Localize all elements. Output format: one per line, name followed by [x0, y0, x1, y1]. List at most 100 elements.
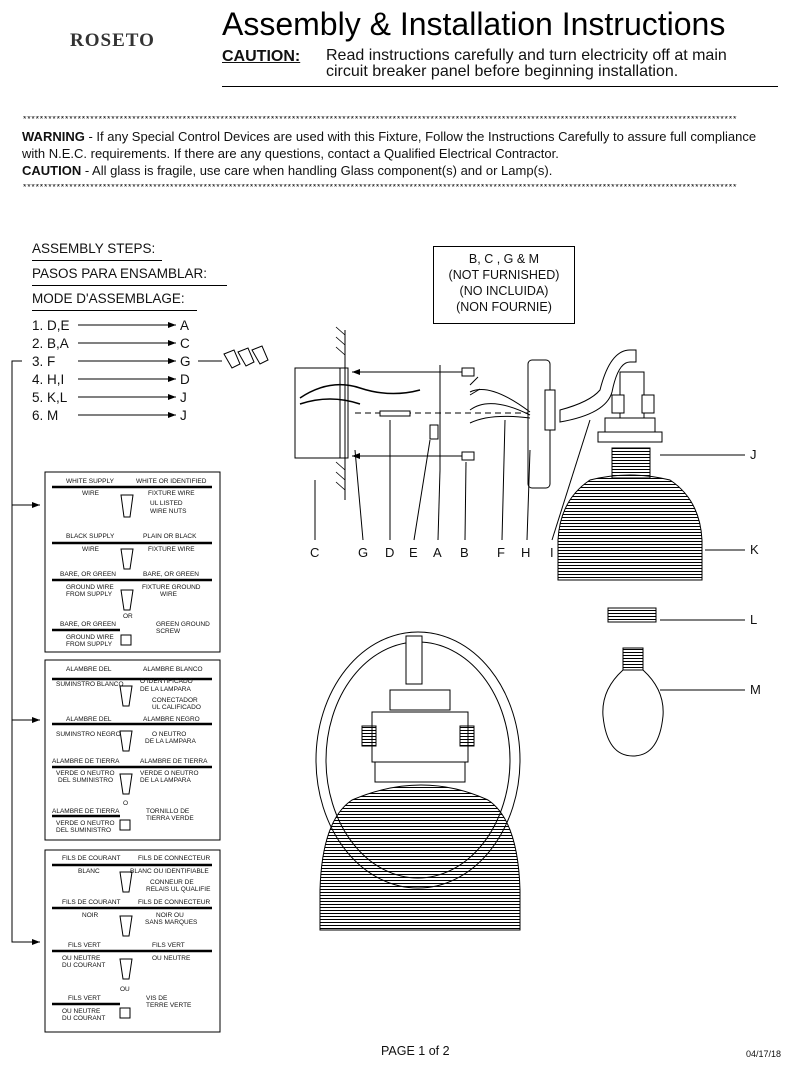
- wire-label: FILS VERT: [152, 942, 185, 949]
- page-title: Assembly & Installation Instructions: [222, 6, 726, 42]
- step-target: G: [180, 354, 191, 369]
- wire-label: O NEUTRO: [152, 731, 187, 738]
- wire-label: FROM SUPPLY: [66, 591, 113, 598]
- part-label-d: D: [385, 545, 395, 560]
- step-item: 4. H,I: [32, 372, 65, 387]
- wire-label: DU COURANT: [62, 1015, 106, 1022]
- wire-label: FIXTURE WIRE: [148, 490, 195, 497]
- wire-label: VIS DE: [146, 995, 168, 1002]
- wire-label: WHITE SUPPLY: [66, 478, 114, 485]
- wire-label: O IDENTIFICADO: [140, 678, 193, 685]
- backplate: [527, 359, 556, 489]
- caution-text: Read instructions carefully and turn ele…: [326, 47, 727, 80]
- wire-label: OU: [120, 986, 130, 993]
- wire-label: CONNEUR DE: [150, 879, 194, 886]
- wire-label: DE LA LAMPARA: [140, 686, 191, 693]
- wire-label: VERDE O NEUTRO: [140, 770, 199, 777]
- wire-label: VERDE O NEUTRO: [56, 770, 115, 777]
- wire-label: SANS MARQUES: [145, 919, 198, 926]
- step-target: C: [180, 336, 190, 351]
- wire-label: FIXTURE GROUND: [142, 584, 201, 591]
- wire-label: O: [123, 800, 129, 807]
- wire-label: BLACK SUPPLY: [66, 533, 115, 540]
- wire-label: BARE, OR GREEN: [60, 571, 116, 578]
- part-label-f: F: [497, 545, 505, 560]
- wire-label: BARE, OR GREEN: [60, 621, 116, 628]
- wire-label: WHITE OR IDENTIFIED: [136, 478, 207, 485]
- caution-label: CAUTION:: [222, 48, 301, 65]
- part-label-j: J: [750, 447, 757, 462]
- wire-label: GROUND WIRE: [66, 634, 114, 641]
- assembly-heading-es: PASOS PARA ENSAMBLAR:: [32, 266, 208, 281]
- wire-label: ALAMBRE NEGRO: [143, 716, 200, 723]
- not-furnished-line: (NO INCLUIDA): [459, 284, 549, 298]
- wire-label: ALAMBRE DEL: [66, 666, 112, 673]
- heading-underline: [32, 260, 162, 261]
- wire-label: OU NEUTRE: [62, 1008, 101, 1015]
- part-label-l: L: [750, 612, 758, 627]
- wire-label: ALAMBRE DE TIERRA: [52, 808, 120, 815]
- not-furnished-box: B, C , G & M (NOT FURNISHED) (NO INCLUID…: [433, 246, 575, 324]
- wire-label: WIRE: [82, 546, 99, 553]
- junction-box: [294, 326, 421, 500]
- wire-label: PLAIN OR BLACK: [143, 533, 197, 540]
- wire-label: OU NEUTRE: [152, 955, 191, 962]
- wire-label: BLANC: [78, 868, 100, 875]
- wire-label: FILS DE CONNECTEUR: [138, 855, 211, 862]
- wire-label: BLANC OU IDENTIFIABLE: [130, 868, 209, 875]
- wire-label: ALAMBRE DE TIERRA: [140, 758, 208, 765]
- wire-label: NOIR OU: [156, 912, 184, 919]
- wire-label: OR: [123, 613, 133, 620]
- wire-label: TORNILLO DE: [146, 808, 190, 815]
- wire-label: WIRE: [82, 490, 99, 497]
- not-furnished-line: (NOT FURNISHED): [448, 268, 560, 282]
- step-target: J: [180, 408, 187, 423]
- wire-label: GROUND WIRE: [66, 584, 114, 591]
- bulb: [602, 647, 664, 757]
- part-label-m: M: [750, 682, 761, 697]
- heading-underline: [32, 310, 197, 311]
- wire-label: FROM SUPPLY: [66, 641, 113, 648]
- revision-date: 04/17/18: [746, 1049, 782, 1059]
- wire-label: FILS DE CONNECTEUR: [138, 899, 211, 906]
- wire-label: UL LISTED: [150, 500, 183, 507]
- wire-label: FILS VERT: [68, 995, 101, 1002]
- heading-underline: [32, 285, 227, 286]
- wire-label: BARE, OR GREEN: [143, 571, 199, 578]
- wire-label: DE LA LAMPARA: [140, 777, 191, 784]
- fixture-arm: [559, 349, 663, 443]
- step-target: D: [180, 372, 190, 387]
- assembly-heading-fr: MODE D'ASSEMBLAGE:: [32, 291, 185, 306]
- wire-label: SUMINSTRO BLANCO: [56, 681, 124, 688]
- part-label-b: B: [460, 545, 469, 560]
- step-item: 5. K,L: [32, 390, 68, 405]
- wire-label: OU NEUTRE: [62, 955, 101, 962]
- wire-label: RELAIS UL QUALIFIE: [146, 886, 211, 893]
- part-label-a: A: [433, 545, 442, 560]
- wire-label: FIXTURE WIRE: [148, 546, 195, 553]
- wire-label: VERDE O NEUTRO: [56, 820, 115, 827]
- wire-label: DU COURANT: [62, 962, 106, 969]
- step-item: 3. F: [32, 354, 56, 369]
- wire-label: DEL SUMINISTRO: [58, 777, 114, 784]
- step-target: A: [180, 318, 190, 333]
- page-number: PAGE 1 of 2: [381, 1044, 450, 1058]
- wire-label: NOIR: [82, 912, 99, 919]
- wire-label: SCREW: [156, 628, 181, 635]
- wire-label: TERRE VERTE: [146, 1002, 192, 1009]
- wire-label: TIERRA VERDE: [146, 815, 194, 822]
- wire-label: DEL SUMINISTRO: [56, 827, 112, 834]
- header-rule: [222, 86, 778, 87]
- not-furnished-line: (NON FOURNIE): [456, 300, 552, 314]
- star-divider-top: ****************************************…: [22, 116, 737, 124]
- step-item: 1. D,E: [32, 318, 70, 333]
- step-arrows: [78, 322, 176, 418]
- shade-exploded: [557, 447, 703, 581]
- wire-label: GREEN GROUND: [156, 621, 210, 628]
- glass-caution-text: - All glass is fragile, use care when ha…: [81, 163, 553, 178]
- part-label-h: H: [521, 545, 531, 560]
- part-label-i: I: [550, 545, 554, 560]
- assembly-heading-en: ASSEMBLY STEPS:: [32, 241, 156, 256]
- step-item: 2. B,A: [32, 336, 69, 351]
- assembled-fixture: [315, 631, 521, 931]
